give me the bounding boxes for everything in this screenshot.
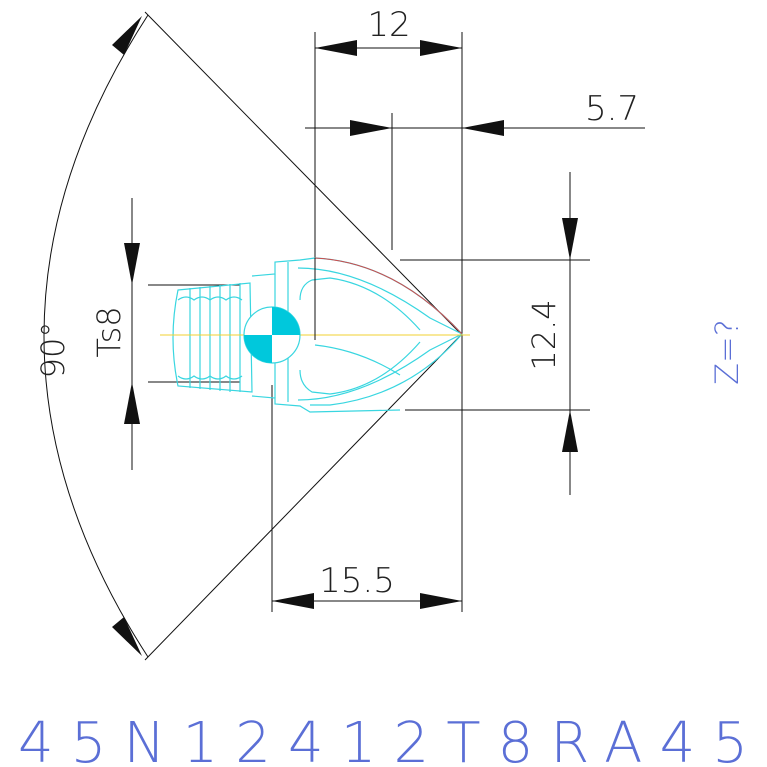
extension-lines [144, 11, 590, 661]
dim-bottom-width-label: 15.5 [319, 561, 395, 601]
dim-right-height-arrow-top [562, 218, 578, 260]
dim-angle-arc [43, 14, 149, 658]
dim-bottom-width-arrow-left [272, 593, 314, 609]
angle-ray-lower [144, 335, 461, 661]
dim-right-height-arrow-bottom [562, 410, 578, 452]
dim-thread-arrow-bottom [124, 382, 140, 424]
dim-top-width-arrow-right [420, 40, 462, 56]
dim-angle-arrow-top [112, 16, 142, 55]
part-code: 45N12412T8RA45 [18, 711, 748, 767]
dim-right-height-label: 12.4 [525, 299, 563, 370]
dim-top-width-label: 12 [367, 5, 410, 45]
dimension-lines [43, 14, 645, 658]
dim-offset-label: 5.7 [585, 89, 639, 129]
angle-ray-upper [144, 11, 461, 334]
centre-mark [243, 306, 301, 364]
dim-angle-label: 90° [34, 322, 72, 379]
dim-top-width-arrow-left [315, 40, 357, 56]
side-note: Z=? [708, 319, 746, 385]
dim-bottom-width-arrow-right [420, 593, 462, 609]
dim-thread-arrow-top [124, 243, 140, 285]
dim-offset-arrow-left [350, 120, 392, 136]
dim-thread-label: Ts8 [90, 306, 128, 357]
dim-angle-arrow-bottom [112, 617, 142, 656]
dim-offset-arrow-right [462, 120, 504, 136]
